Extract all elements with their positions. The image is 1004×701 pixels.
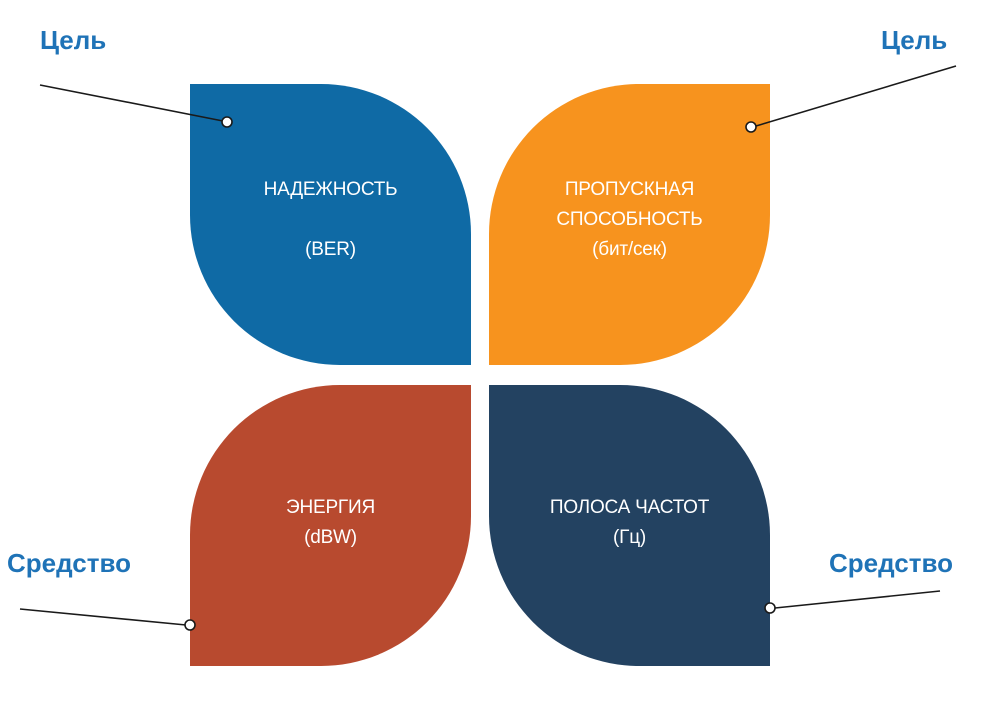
petal-energy-title: ЭНЕРГИЯ <box>286 496 375 518</box>
petal-throughput-text: ПРОПУСКНАЯ СПОСОБНОСТЬ (бит/сек) <box>556 175 702 265</box>
petal-throughput-unit: (бит/сек) <box>592 238 667 260</box>
petal-bandwidth-title: ПОЛОСА ЧАСТОТ <box>549 496 710 518</box>
petal-throughput-line2: СПОСОБНОСТЬ <box>556 208 703 230</box>
petal-energy-text: ЭНЕРГИЯ (dBW) <box>286 493 375 553</box>
petal-reliability-text: НАДЕЖНОСТЬ (BER) <box>264 175 398 265</box>
petal-reliability: НАДЕЖНОСТЬ (BER) <box>190 84 471 365</box>
petal-bandwidth-unit: (Гц) <box>612 526 647 548</box>
callout-goal-right: Цель <box>881 25 948 55</box>
connector-bottom-right <box>774 590 941 609</box>
petal-reliability-title: НАДЕЖНОСТЬ <box>263 178 398 200</box>
callout-means-left: Средство <box>7 548 131 578</box>
petal-throughput: ПРОПУСКНАЯ СПОСОБНОСТЬ (бит/сек) <box>489 84 770 365</box>
petal-energy-unit: (dBW) <box>304 526 357 548</box>
connector-top-right <box>755 65 957 127</box>
petal-throughput-line1: ПРОПУСКНАЯ <box>564 178 695 200</box>
petal-bandwidth-text: ПОЛОСА ЧАСТОТ (Гц) <box>550 493 709 553</box>
callout-means-right: Средство <box>829 548 953 578</box>
petal-reliability-unit: (BER) <box>305 238 356 260</box>
callout-goal-left: Цель <box>40 25 107 55</box>
petal-energy: ЭНЕРГИЯ (dBW) <box>190 385 471 666</box>
petal-bandwidth: ПОЛОСА ЧАСТОТ (Гц) <box>489 385 770 666</box>
connector-bottom-left <box>19 608 187 626</box>
